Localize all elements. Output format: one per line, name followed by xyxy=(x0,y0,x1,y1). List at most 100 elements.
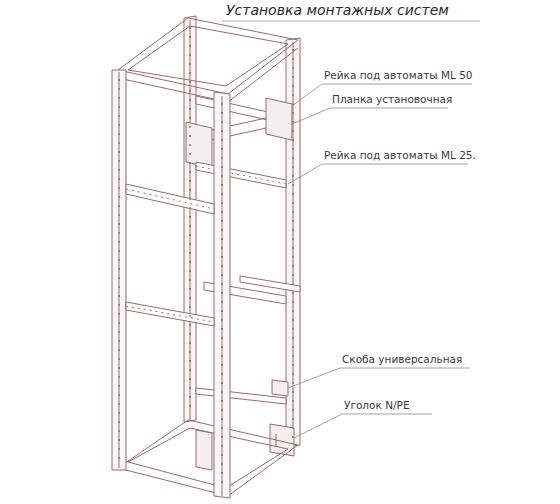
mount-hole xyxy=(292,274,294,276)
mount-hole xyxy=(189,297,191,299)
part-label: Скоба универсальная xyxy=(342,353,462,366)
mount-hole xyxy=(221,193,223,195)
mount-hole xyxy=(118,340,120,342)
mount-hole xyxy=(118,322,120,324)
mount-hole xyxy=(221,139,223,141)
mount-hole xyxy=(292,409,294,411)
mount-hole xyxy=(292,94,294,96)
mount-hole xyxy=(118,178,120,180)
mount-hole xyxy=(118,376,120,378)
mount-hole xyxy=(189,108,191,110)
mount-hole xyxy=(189,27,191,29)
mount-hole xyxy=(189,36,191,38)
mount-hole xyxy=(292,400,294,402)
mount-hole xyxy=(118,394,120,396)
mount-hole xyxy=(292,256,294,258)
mount-hole xyxy=(189,207,191,209)
mount-hole xyxy=(118,232,120,234)
mount-hole xyxy=(189,342,191,344)
mount-hole xyxy=(189,126,191,128)
mount-hole xyxy=(118,349,120,351)
mount-hole xyxy=(292,193,294,195)
mount-hole xyxy=(292,418,294,420)
mount-hole xyxy=(221,166,223,168)
mount-hole xyxy=(221,247,223,249)
mount-hole xyxy=(221,211,223,213)
mount-hole xyxy=(189,324,191,326)
mount-hole xyxy=(292,184,294,186)
mount-hole xyxy=(118,277,120,279)
mount-hole xyxy=(221,238,223,240)
mount-hole xyxy=(292,157,294,159)
mount-hole xyxy=(221,373,223,375)
mount-hole xyxy=(189,234,191,236)
mount-hole xyxy=(118,133,120,135)
mount-hole xyxy=(189,261,191,263)
mount-hole xyxy=(189,369,191,371)
mount-hole xyxy=(221,400,223,402)
mount-hole xyxy=(118,196,120,198)
mount-hole xyxy=(189,162,191,164)
diagram-title: Установка монтажных систем xyxy=(226,2,449,19)
mount-hole xyxy=(189,153,191,155)
mount-hole xyxy=(118,304,120,306)
mount-hole xyxy=(292,373,294,375)
mount-hole xyxy=(292,121,294,123)
mount-hole xyxy=(292,310,294,312)
mount-hole xyxy=(118,160,120,162)
mount-hole xyxy=(221,157,223,159)
mount-hole xyxy=(292,85,294,87)
mount-hole xyxy=(221,184,223,186)
mount-hole xyxy=(292,58,294,60)
mount-hole xyxy=(292,391,294,393)
mount-hole xyxy=(292,319,294,321)
mount-hole xyxy=(118,115,120,117)
mount-hole xyxy=(292,283,294,285)
mount-hole xyxy=(221,274,223,276)
mount-hole xyxy=(189,144,191,146)
mount-hole xyxy=(221,319,223,321)
mount-hole xyxy=(221,310,223,312)
mount-hole xyxy=(189,333,191,335)
mount-hole xyxy=(189,405,191,407)
mount-hole xyxy=(189,54,191,56)
mount-hole xyxy=(189,288,191,290)
mount-hole xyxy=(189,189,191,191)
mount-hole xyxy=(292,265,294,267)
mount-hole xyxy=(189,45,191,47)
mount-hole xyxy=(118,169,120,171)
mount-hole xyxy=(189,360,191,362)
mount-hole xyxy=(221,481,223,483)
mount-hole xyxy=(118,250,120,252)
mount-hole xyxy=(292,337,294,339)
mount-hole xyxy=(221,409,223,411)
mount-hole xyxy=(292,292,294,294)
part-label: Уголок N/PE xyxy=(344,399,410,412)
mount-hole xyxy=(292,139,294,141)
mount-hole xyxy=(221,328,223,330)
mount-hole xyxy=(118,205,120,207)
mount-hole xyxy=(118,385,120,387)
mount-hole xyxy=(221,445,223,447)
mount-hole xyxy=(118,79,120,81)
mount-hole xyxy=(118,187,120,189)
mount-hole xyxy=(118,430,120,432)
mount-hole xyxy=(189,180,191,182)
mount-hole xyxy=(189,225,191,227)
mount-hole xyxy=(189,396,191,398)
part-label: Рейка под автоматы ML 25. xyxy=(324,149,476,162)
mount-hole xyxy=(118,151,120,153)
mount-hole xyxy=(221,391,223,393)
mount-hole xyxy=(118,106,120,108)
mount-hole xyxy=(189,252,191,254)
mount-hole xyxy=(189,306,191,308)
mount-hole xyxy=(292,247,294,249)
mount-hole xyxy=(221,283,223,285)
mount-hole xyxy=(292,328,294,330)
mount-hole xyxy=(118,259,120,261)
mount-hole xyxy=(189,387,191,389)
mount-hole xyxy=(189,216,191,218)
mount-hole xyxy=(118,268,120,270)
mount-hole xyxy=(292,355,294,357)
mount-hole xyxy=(118,331,120,333)
